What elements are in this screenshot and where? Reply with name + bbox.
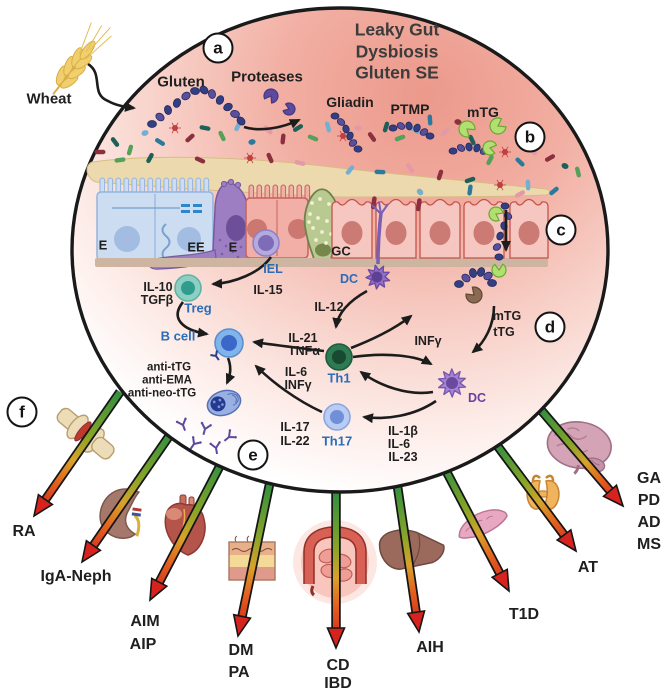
th1-to-bcell-arrow <box>252 338 325 353</box>
plasma-cell <box>206 389 242 417</box>
stage-marker-b: b <box>514 121 546 153</box>
bcell-to-plasma-arrow <box>225 357 236 385</box>
dc1-label: DC <box>339 271 359 286</box>
wheat-icon <box>52 22 112 95</box>
disease-pd: PD <box>637 492 661 509</box>
cytokine-il17: IL-17 <box>280 419 310 434</box>
leaky-epithelium-cells <box>331 196 549 259</box>
disease-t1d: T1D <box>508 606 540 623</box>
iel-cell <box>252 229 280 257</box>
th1-to-dc2-arrow <box>352 353 433 366</box>
autoantibody-2: anti-EMA <box>142 374 192 387</box>
bcell-label: B cell <box>160 328 196 344</box>
title-line-2: Dysbiosis <box>355 41 439 62</box>
treg-to-bcell-arrow <box>176 301 209 338</box>
disease-cd: CD <box>326 657 350 674</box>
cytokine-il21: IL-21 <box>288 330 318 345</box>
dc2-label: DC <box>467 390 487 405</box>
wheat-label: Wheat <box>26 90 72 108</box>
iel-label: IEL <box>263 261 283 276</box>
th17-label: Th17 <box>321 433 353 449</box>
ttg-deep-label: tTG <box>493 324 515 339</box>
gliadin-label: Gliadin <box>326 94 374 110</box>
th17-to-bcell-arrow <box>254 364 323 414</box>
cytokine-il10: IL-10 <box>143 279 173 294</box>
th1-label: Th1 <box>327 370 351 386</box>
disease-aim: AIM <box>130 613 160 630</box>
disease-ra: RA <box>12 523 36 540</box>
dc2-to-th1-arrow <box>359 370 434 395</box>
disease-ibd: IBD <box>324 675 352 692</box>
cytokine-il6b: IL-6 <box>387 436 411 451</box>
autoantibody-1: anti-tTG <box>146 361 192 374</box>
wheat-to-gluten-arrow <box>87 62 136 112</box>
cytokine-infg-right: INFγ <box>414 333 442 348</box>
disease-ms: MS <box>637 536 661 553</box>
cytokine-il12: IL-12 <box>314 299 344 314</box>
treg-cell <box>174 274 202 302</box>
treg-label: Treg <box>184 300 212 316</box>
th1-cell <box>325 343 353 371</box>
disease-iga-neph: IgA-Neph <box>40 568 112 585</box>
b-cell <box>210 328 244 361</box>
disease-ray-arrows <box>32 389 625 651</box>
enterocyte2-label: E <box>228 239 238 255</box>
dc2-to-th17-arrow <box>362 399 437 424</box>
disease-pa: PA <box>228 664 250 681</box>
disease-aih: AIH <box>416 639 444 656</box>
iel-to-treg-arrow <box>211 256 273 289</box>
goblet-label: GC <box>331 243 351 259</box>
dendritic-cell-2 <box>437 368 467 398</box>
dendritic-cell-epithelium <box>365 201 391 290</box>
th1-infg-up-arrow <box>350 314 413 350</box>
cytokine-il6: IL-6 <box>284 364 308 379</box>
cytokine-il1b: IL-1β <box>388 423 418 438</box>
tight-junction-icon <box>181 204 202 213</box>
ttg-to-dc2-arrow <box>471 305 496 354</box>
cytokine-il23: IL-23 <box>388 449 418 464</box>
title-line-3: Gluten SE <box>355 62 439 83</box>
cytokine-tnfa: TNFα <box>288 343 320 358</box>
cytokine-il15: IL-15 <box>253 282 283 297</box>
liver-icon <box>378 529 445 571</box>
signalling-arrows <box>87 62 511 424</box>
cytokine-tgfb: TGFβ <box>140 292 174 307</box>
circle-interior <box>86 62 581 455</box>
enteroendocrine-label: EE <box>187 239 205 255</box>
mtg-lumen-label: mTG <box>467 104 499 120</box>
mtg-deep-label: mTG <box>492 308 522 323</box>
stage-marker-a: a <box>202 32 234 64</box>
disease-at: AT <box>577 559 599 576</box>
disease-ad: AD <box>637 514 661 531</box>
gluten-peptide-molecules <box>147 85 513 304</box>
cytokine-il22: IL-22 <box>280 433 310 448</box>
autoantibody-icons <box>175 417 237 455</box>
enterocyte1-label: E <box>98 237 108 253</box>
stage-marker-e: e <box>237 439 269 471</box>
th17-cell <box>323 403 351 431</box>
cytokine-infg-left: INFγ <box>284 377 312 392</box>
stage-marker-f: f <box>6 396 38 428</box>
ptmp-label: PTMP <box>390 101 430 117</box>
microbiome-bacteria <box>94 114 581 198</box>
title-line-1: Leaky Gut <box>354 19 440 40</box>
stage-marker-d: d <box>534 311 566 343</box>
disease-dm: DM <box>228 642 254 659</box>
enterocyte-blue-cells <box>96 177 214 261</box>
proteases-label: Proteases <box>231 68 303 86</box>
dc-to-th1-arrow <box>332 289 368 329</box>
protease-cleave-arrow <box>243 118 301 131</box>
stage-marker-c: c <box>545 214 577 246</box>
disease-aip: AIP <box>129 636 157 653</box>
gluten-label: Gluten <box>157 73 205 91</box>
basement-membrane <box>95 258 548 267</box>
autoantibody-3: anti-neo-tTG <box>127 387 197 400</box>
disease-ga: GA <box>637 470 661 487</box>
